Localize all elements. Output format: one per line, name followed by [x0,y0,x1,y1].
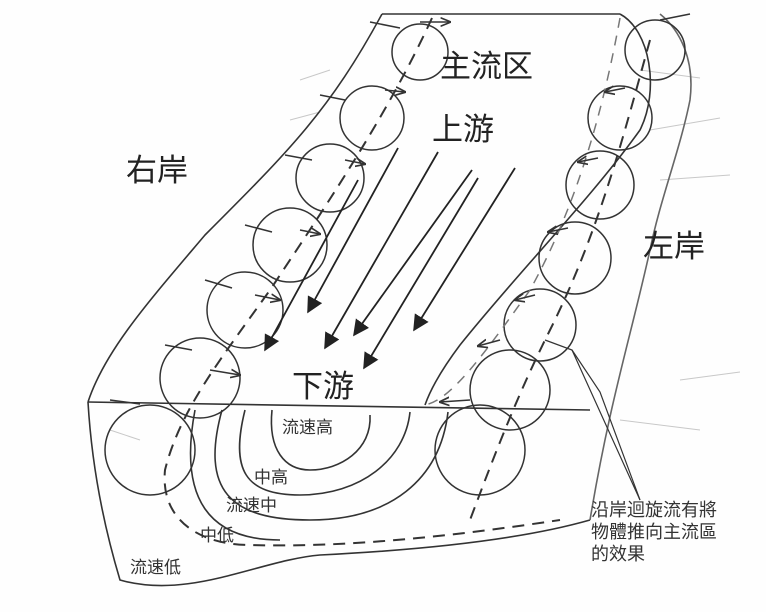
upstream-label: 上游 [432,112,494,148]
right-bank-label: 右岸 [126,153,188,189]
left-bank-label: 左岸 [643,229,705,265]
left-bank-ticks [440,13,691,402]
river-outline [87,13,692,587]
eddy-effect-note: 沿岸迴旋流有將物體推向主流區的效果 [591,500,717,565]
dashed-centerlines [163,17,651,547]
speed-high-label: 流速高 [282,418,333,438]
right-bank-eddies [104,23,449,496]
mid-high-label: 中高 [254,468,288,488]
main-flow-label: 主流区 [440,49,533,85]
velocity-contours [189,409,449,541]
left-bank-eddies [434,19,686,496]
speed-mid-label: 流速中 [226,496,277,516]
right-bank-ticks [109,22,450,405]
speed-low-label: 流速低 [130,558,181,578]
downstream-label: 下游 [292,369,354,405]
mid-low-label: 中低 [200,526,234,546]
annotation-leaders [544,339,641,501]
main-flow-arrows [264,147,516,370]
